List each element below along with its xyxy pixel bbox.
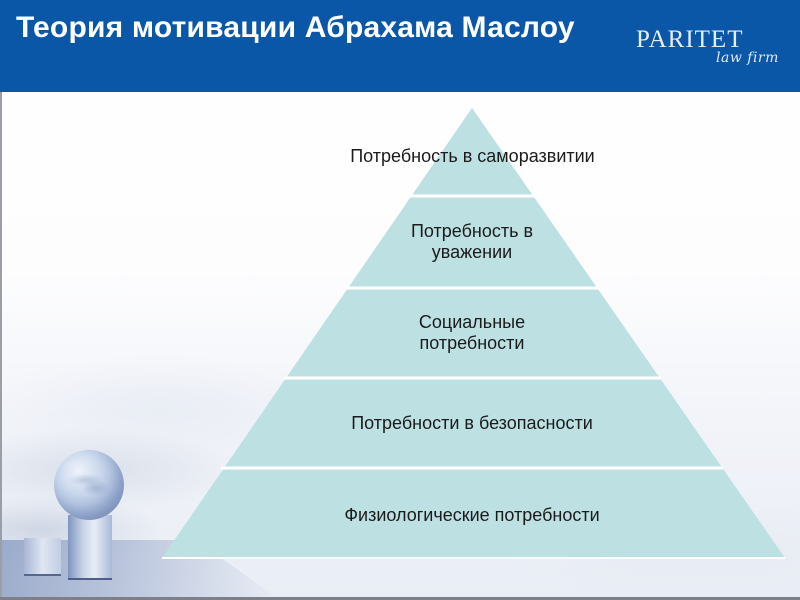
pyramid-level-4: Потребности в безопасности [351,413,593,433]
paritet-logo: PARITET law firm [636,26,786,76]
globe-icon [54,450,124,520]
pyramid-level-1: Потребность в саморазвитии [350,146,595,166]
header-bar: Теория мотивации Абрахама Маслоу PARITET… [0,0,800,92]
pedestal-short-decoration [24,538,61,576]
logo-name: PARITET [636,26,744,53]
left-border [0,92,2,600]
slide-title: Теория мотивации Абрахама Маслоу [16,11,575,44]
pyramid-level-2: Потребность в уважении [410,221,534,262]
pedestal-tall-decoration [68,515,112,580]
bottom-border [0,597,800,600]
pyramid-level-5: Физиологические потребности [344,505,600,525]
logo-subtitle: law firm [716,50,779,66]
pyramid-level-3: Социальные потребности [418,312,526,353]
